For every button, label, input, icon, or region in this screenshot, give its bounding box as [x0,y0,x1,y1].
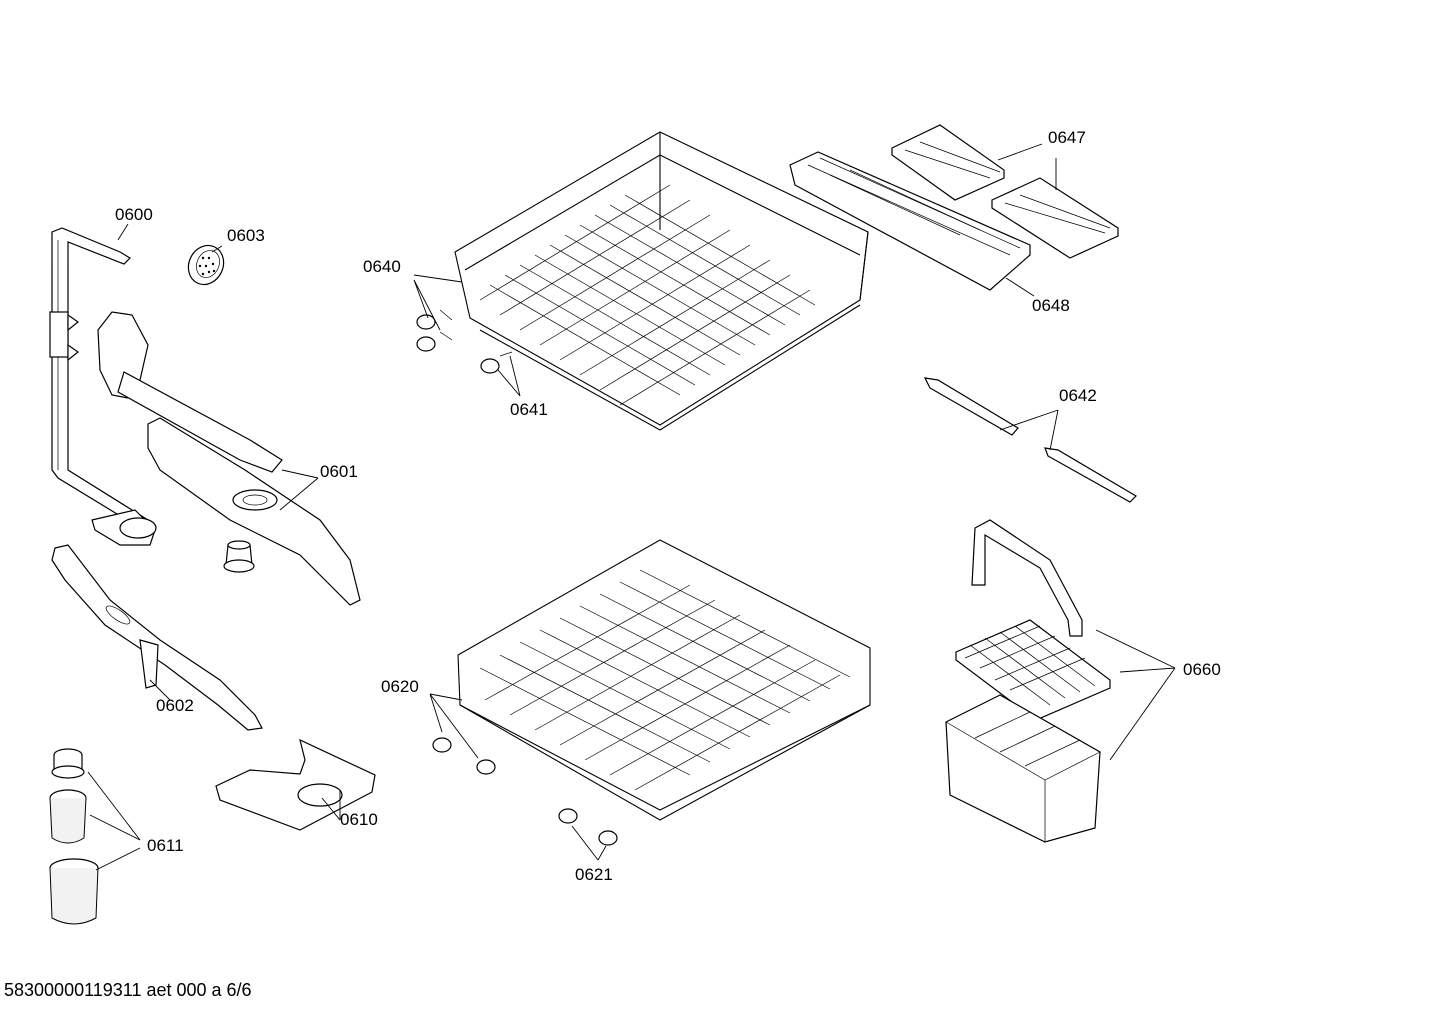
label-0640: 0640 [363,257,401,276]
part-0602-lower-spray-arm [51,544,263,731]
part-0601-upper-spray-arm [97,311,361,606]
label-0620: 0620 [381,677,419,696]
part-0640-wheels [416,309,453,352]
part-0641-wheels [480,351,513,374]
part-0647-inserts [891,124,1119,259]
label-0648: 0648 [1032,296,1070,315]
part-0603-cap [187,244,225,286]
label-0660: 0660 [1183,660,1221,679]
part-lower-rack [457,539,871,821]
label-0610: 0610 [340,810,378,829]
part-0648-tray [789,151,1031,291]
label-0601: 0601 [320,462,358,481]
part-0611-filters [49,748,99,925]
part-upper-rack [454,131,869,431]
label-0621: 0621 [575,865,613,884]
label-0600: 0600 [115,205,153,224]
part-0660-cutlery-basket [945,519,1111,843]
label-0641: 0641 [510,400,548,419]
label-0647: 0647 [1048,128,1086,147]
part-0642-rails [923,377,1137,503]
part-0600-supply-pipe [49,227,157,546]
label-0603: 0603 [227,226,265,245]
label-0602: 0602 [156,696,194,715]
part-0620-wheels [432,737,496,775]
part-0621-wheels [558,808,618,846]
label-0611: 0611 [147,836,184,855]
leader-lines [87,143,1176,871]
label-0642: 0642 [1059,386,1097,405]
part-0610-cover-plate [215,738,376,831]
document-id-footer: 58300000119311 aet 000 a 6/6 [4,980,252,1000]
